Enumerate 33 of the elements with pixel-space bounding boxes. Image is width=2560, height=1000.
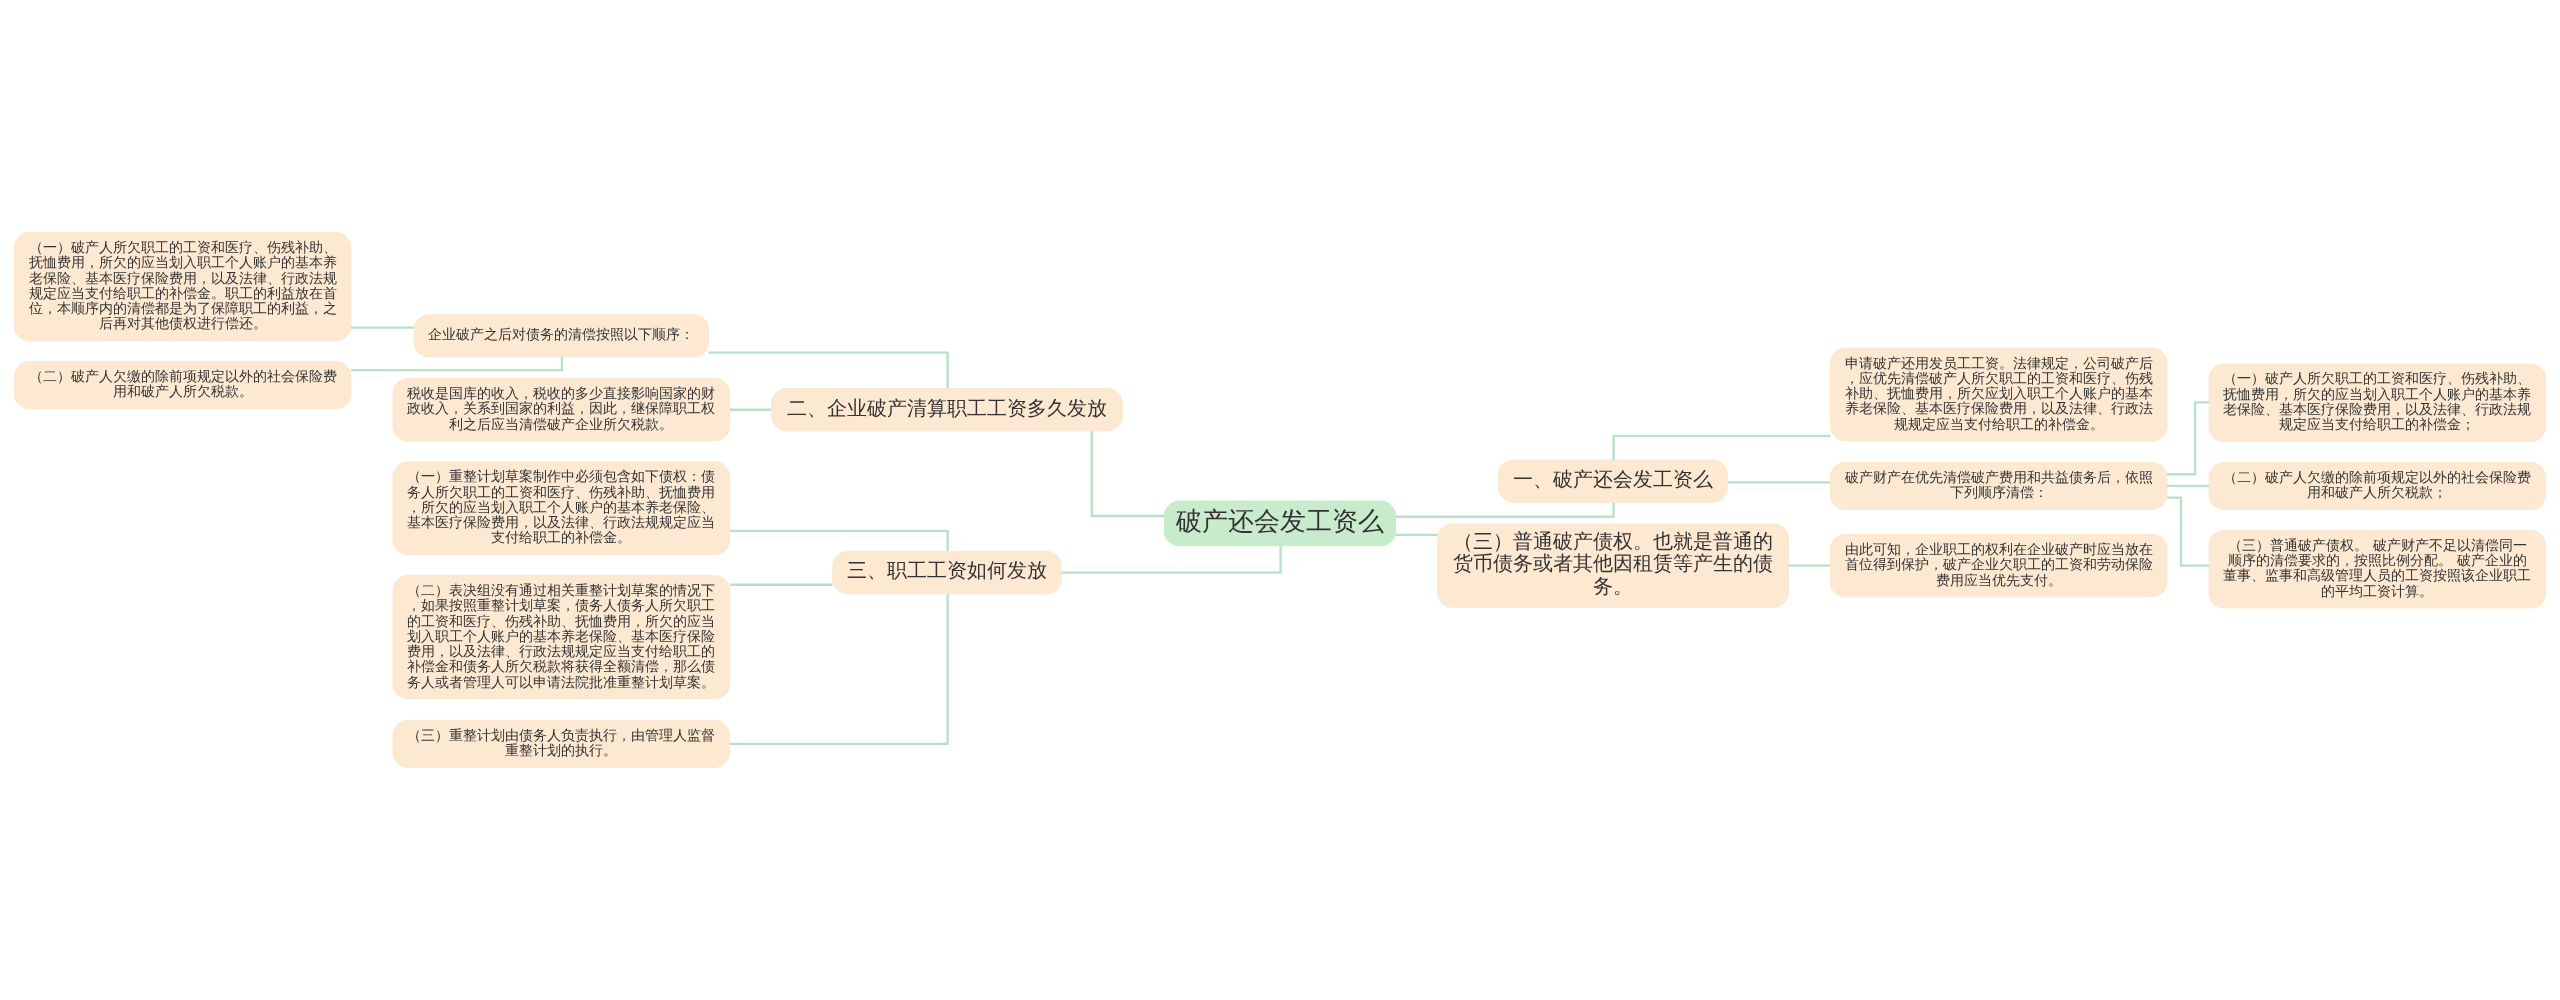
connector — [1727, 481, 1831, 484]
connector — [729, 408, 772, 411]
node-box: 二、企业破产清算职工工资多久发放 — [771, 388, 1123, 432]
node-box: 一、破产还会发工资么 — [1498, 459, 1728, 503]
node-box: 申请破产还用发员工工资。法律规定，公司破产后，应优先清偿破产人所欠职工的工资和医疗、伤残补助、抚恤费用，所欠应划入职工个人账户的基本养老保险、基本医疗保险费用，以及法律、行政法规规定应当支付给职工的补偿金。 — [1829, 347, 2168, 442]
connector — [729, 594, 949, 746]
node-box: （三）普通破产债权。 破产财产不足以清偿同一顺序的清偿要求的，按照比例分配。 破产企业的董事、监事和高级管理人员的工资按照该企业职工的平均工资计算。 — [2208, 529, 2547, 609]
node-box: （一）破产人所欠职工的工资和医疗、伤残补助、抚恤费用，所欠的应当划入职工个人账户的基本养老保险、基本医疗保险费用，以及法律、行政法规规定应当支付给职工的补偿金。职工的利益放在首位，本顺序内的清偿都是为了保障职工的利益，之后再对其他债权进行偿还。 — [13, 232, 352, 342]
connector — [1788, 564, 1831, 567]
node-box: 三、职工工资如何发放 — [832, 551, 1062, 595]
node-box: （二）破产人欠缴的除前项规定以外的社会保险费用和破产人所欠税款。 — [13, 361, 352, 410]
node-box: （三）重整计划由债务人负责执行，由管理人监督重整计划的执行。 — [392, 719, 731, 768]
node-box: （二）破产人欠缴的除前项规定以外的社会保险费用和破产人所欠税款； — [2208, 461, 2547, 510]
node-box: 由此可知，企业职工的权利在企业破产时应当放在首位得到保护，破产企业欠职工的工资和劳动保险费用应当优先支付。 — [1829, 534, 2168, 598]
connector — [2167, 484, 2209, 488]
node-box: 破产财产在优先清偿破产费用和共益债务后，依照下列顺序清偿： — [1829, 461, 2168, 510]
connector — [350, 326, 414, 329]
connector — [729, 583, 833, 586]
node-box: （一）破产人所欠职工的工资和医疗、伤残补助、抚恤费用，所欠的应当划入职工个人账户的基本养老保险、基本医疗保险费用，以及法律、行政法规规定应当支付给职工的补偿金； — [2208, 363, 2547, 442]
connector — [351, 357, 564, 372]
node-box: （一）重整计划草案制作中必须包含如下债权：债务人所欠职工的工资和医疗、伤残补助、抚恤费用，所欠的应当划入职工个人账户的基本养老保险、基本医疗保险费用，以及法律、行政法规规定应当支付给职工的补偿金。 — [392, 461, 731, 556]
connector — [1612, 434, 1831, 461]
connector — [2166, 401, 2210, 476]
connector — [1395, 533, 1438, 537]
node-box: （二）表决组没有通过相关重整计划草案的情况下，如果按照重整计划草案，债务人债务人所欠职工的工资和医疗、伤残补助、抚恤费用，所欠的应当划入职工个人账户的基本养老保险、基本医疗保险费用，以及法律、行政法规规定应当支付给职工的补偿金和债务人所欠税款将获得全额清偿，那么债务人或者管理人可以申请法院批准重整计划草案。 — [392, 575, 731, 700]
node-box: 破产还会发工资么 — [1163, 500, 1397, 547]
node-box: （三）普通破产债权。也就是普通的货币债务或者其他因租赁等产生的债务。 — [1437, 523, 1789, 608]
connector — [1395, 502, 1615, 518]
node-box: 税收是国库的收入，税收的多少直接影响国家的财政收入，关系到国家的利益，因此，继保障职工权利之后应当清偿破产企业所欠税款。 — [392, 378, 731, 442]
node-box: 企业破产之后对债务的清偿按照以下顺序： — [413, 314, 710, 358]
connector — [729, 529, 949, 552]
connector — [708, 351, 949, 389]
connector — [1090, 431, 1165, 518]
